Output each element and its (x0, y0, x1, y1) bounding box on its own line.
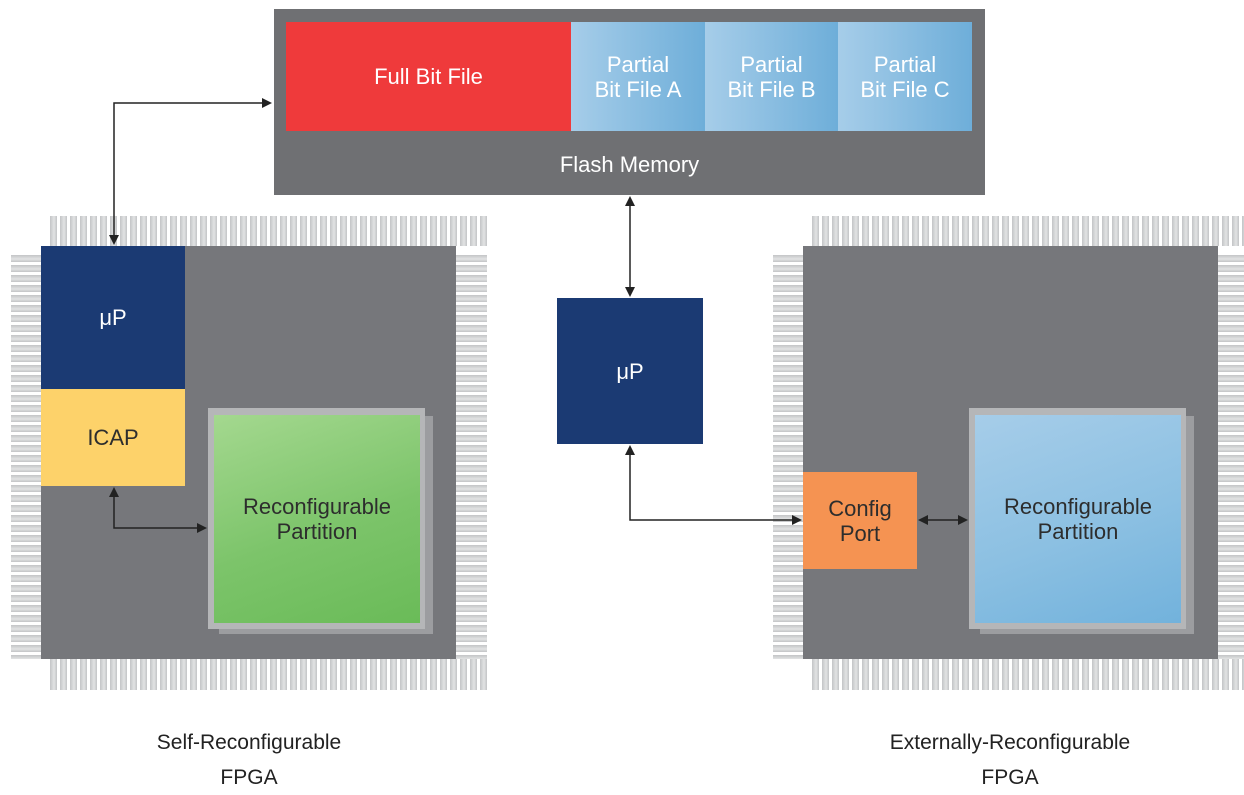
config-port-line1: Config (828, 495, 892, 521)
left-fpga-pins-bottom (50, 659, 487, 690)
partial-bit-file-b-line2: Bit File B (727, 76, 816, 102)
self-fpga-microprocessor: μP (41, 246, 185, 389)
partial-bit-file-c: Partial Bit File C (838, 22, 972, 131)
flash-memory-label: Flash Memory (559, 151, 700, 177)
left-fpga-pins-left (11, 255, 41, 659)
full-bit-file: Full Bit File (286, 22, 571, 131)
partial-bit-file-c-line2: Bit File C (860, 76, 950, 102)
right-fpga-pins-left (773, 255, 803, 659)
config-port: Config Port (803, 472, 917, 569)
config-port-line2: Port (839, 520, 881, 546)
external-partition-line2: Partition (1037, 519, 1119, 544)
self-fpga-caption: Self-Reconfigurable FPGA (89, 725, 409, 795)
partial-bit-file-b: Partial Bit File B (705, 22, 838, 131)
left-fpga-pins-right (456, 255, 487, 659)
self-partition-line2: Partition (276, 519, 358, 544)
right-fpga-pins-right (1218, 255, 1244, 659)
self-fpga-microprocessor-label: μP (99, 305, 127, 330)
right-fpga-pins-bottom (812, 659, 1244, 690)
external-partition-line1: Reconfigurable (1004, 494, 1152, 519)
self-partition-line1: Reconfigurable (243, 494, 391, 519)
self-fpga-caption-line2: FPGA (220, 766, 278, 789)
external-fpga-caption-line1: Externally-Reconfigurable (889, 731, 1131, 754)
right-fpga-pins-top (812, 216, 1244, 246)
partial-bit-file-a: Partial Bit File A (571, 22, 705, 131)
external-microprocessor-label: μP (616, 358, 644, 384)
external-microprocessor: μP (557, 298, 703, 444)
external-fpga-caption: Externally-Reconfigurable FPGA (830, 725, 1190, 795)
icap-label: ICAP (87, 425, 139, 450)
full-bit-file-label: Full Bit File (374, 64, 483, 89)
partial-bit-file-b-line1: Partial (740, 51, 803, 77)
partial-bit-file-a-line2: Bit File A (594, 76, 682, 102)
partial-bit-file-a-line1: Partial (606, 51, 670, 77)
self-fpga-caption-line1: Self-Reconfigurable (156, 731, 342, 754)
partial-bit-file-c-line1: Partial (873, 51, 937, 77)
left-fpga-pins-top (50, 216, 487, 246)
icap-block: ICAP (41, 389, 185, 486)
self-reconfigurable-partition: Reconfigurable Partition (214, 415, 420, 623)
external-reconfigurable-partition: Reconfigurable Partition (975, 415, 1181, 623)
external-fpga-caption-line2: FPGA (981, 766, 1039, 789)
